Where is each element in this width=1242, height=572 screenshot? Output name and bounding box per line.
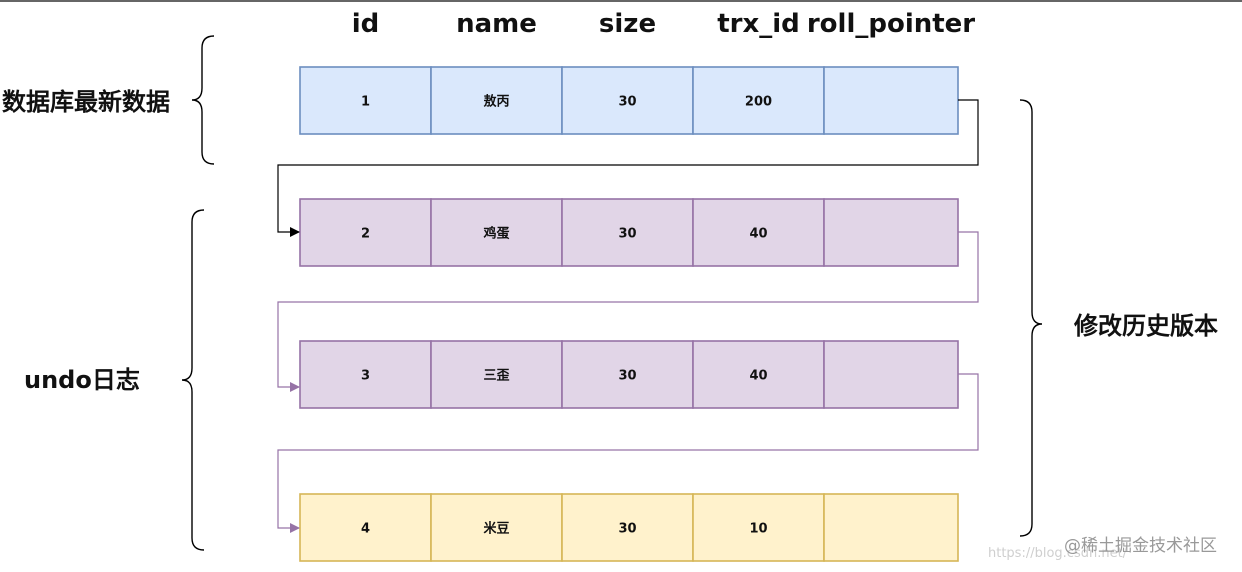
brace-undo-log — [181, 209, 205, 551]
cell-value-trx-id: 10 — [749, 522, 767, 537]
cell-box-name — [430, 493, 563, 562]
watermark-text: @稀土掘金技术社区 — [1064, 536, 1217, 556]
cell-value-id: 3 — [361, 369, 370, 384]
cell-box-roll-pointer — [823, 66, 959, 135]
record-row-2: 2 鸡蛋 30 40 — [299, 198, 959, 267]
cell-box-id — [299, 340, 432, 409]
cell-value-trx-id: 40 — [749, 369, 767, 384]
column-header-name: name — [456, 9, 537, 39]
column-header-id: id — [352, 9, 380, 39]
roll-pointer-arrow-3 — [277, 373, 979, 533]
cell-value-size: 30 — [618, 227, 636, 242]
watermark-url: https://blog.csdn.net/ — [988, 546, 1128, 561]
cell-value-name: 米豆 — [483, 521, 509, 537]
roll-pointer-arrow-2 — [277, 231, 979, 392]
record-row-4: 4 米豆 30 10 — [299, 493, 959, 562]
cell-value-name: 敖丙 — [483, 94, 509, 110]
label-latest-data: 数据库最新数据 — [2, 88, 170, 116]
brace-latest-data — [191, 35, 215, 165]
roll-pointer-arrow-1 — [277, 99, 979, 237]
cell-value-size: 30 — [618, 369, 636, 384]
cell-value-name: 三歪 — [483, 369, 509, 384]
cell-value-id: 4 — [361, 522, 370, 537]
cell-box-size — [561, 66, 694, 135]
cell-value-trx-id: 40 — [749, 227, 767, 242]
cell-box-size — [561, 493, 694, 562]
cell-box-name — [430, 198, 563, 267]
cell-value-trx-id: 200 — [745, 95, 772, 110]
cell-value-size: 30 — [618, 522, 636, 537]
roll-pointer-connectors — [277, 99, 979, 533]
cell-value-id: 1 — [361, 95, 370, 110]
cell-box-name — [430, 340, 563, 409]
brace-history-versions — [1019, 99, 1043, 537]
cell-box-roll-pointer — [823, 340, 959, 409]
label-undo-log: undo日志 — [24, 366, 140, 394]
label-history-versions: 修改历史版本 — [1073, 312, 1218, 340]
column-header-roll-pointer: roll_pointer — [807, 9, 975, 39]
cell-box-roll-pointer — [823, 493, 959, 562]
cell-box-size — [561, 340, 694, 409]
record-rows: 1 敖丙 30 200 2 鸡蛋 30 40 3 三歪 30 40 4 米豆 30 10 — [299, 66, 959, 562]
cell-value-id: 2 — [361, 227, 370, 242]
cell-box-roll-pointer — [823, 198, 959, 267]
column-header-trx-id: trx_id — [717, 9, 800, 39]
record-row-1: 1 敖丙 30 200 — [299, 66, 959, 135]
column-header-size: size — [599, 9, 656, 39]
cell-value-size: 30 — [618, 95, 636, 110]
cell-box-trx-id — [692, 493, 825, 562]
cell-box-name — [430, 66, 563, 135]
record-row-3: 3 三歪 30 40 — [299, 340, 959, 409]
cell-box-id — [299, 493, 432, 562]
cell-value-name: 鸡蛋 — [482, 226, 509, 242]
